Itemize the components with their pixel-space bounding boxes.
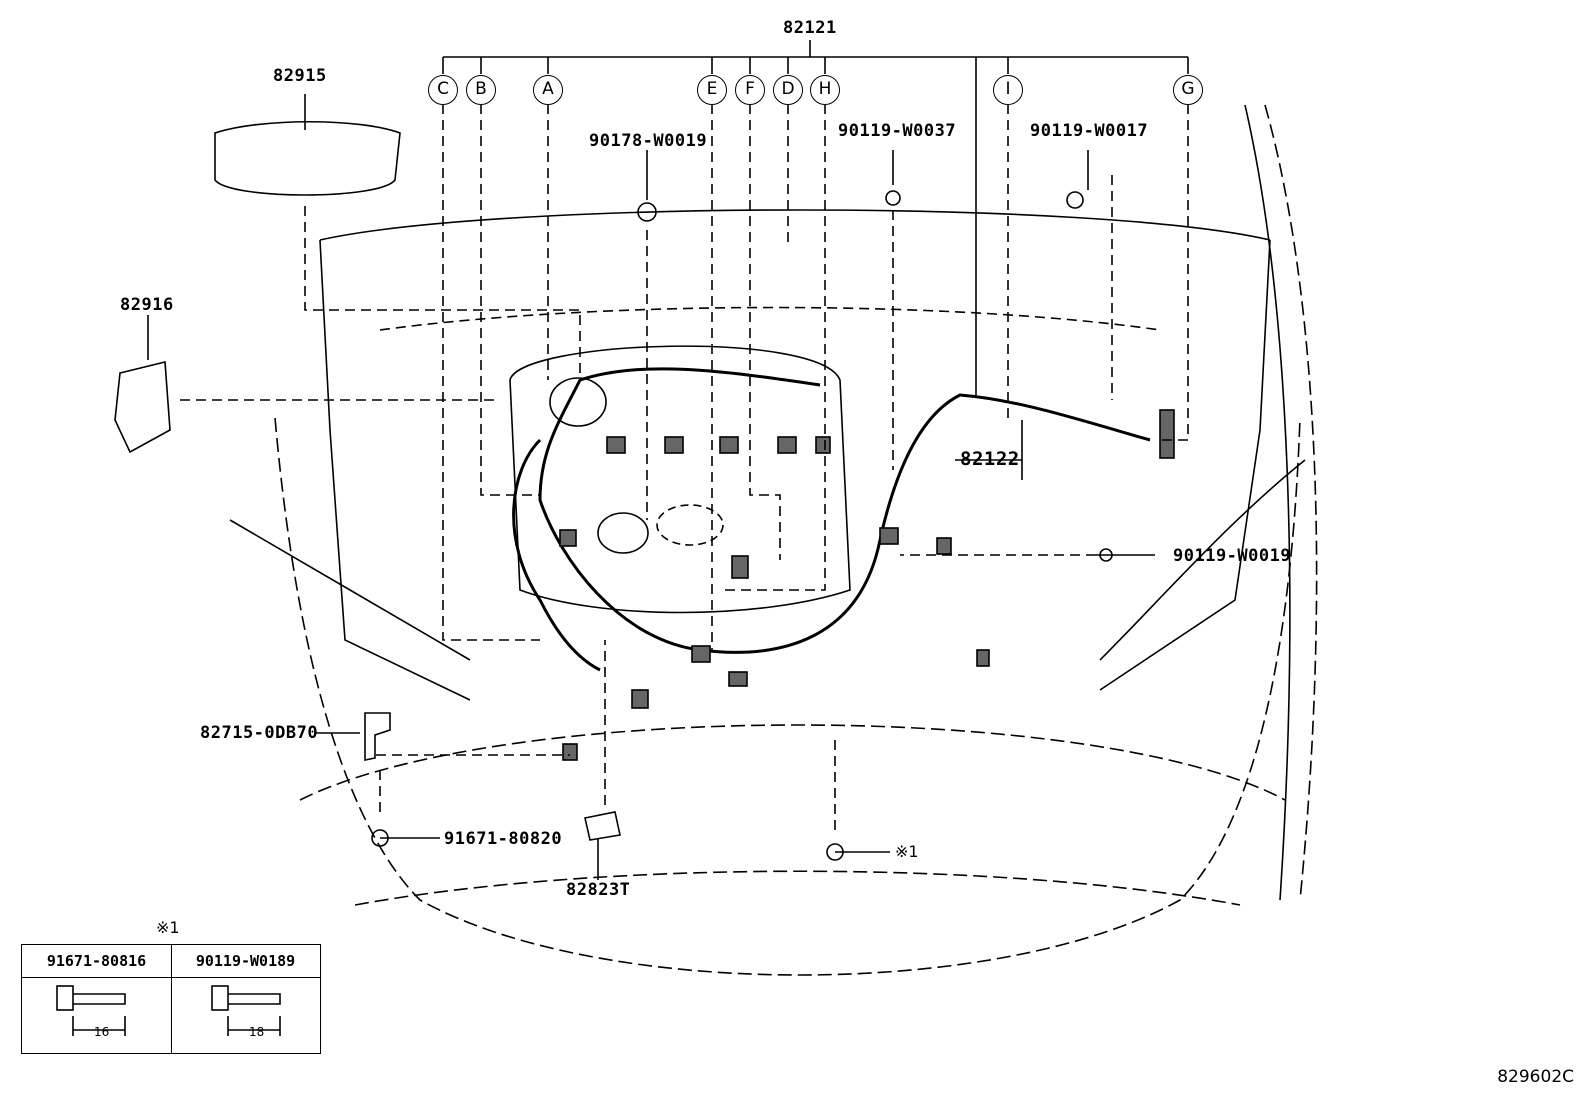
engine-block <box>509 345 851 614</box>
harness-trunk <box>538 379 1151 654</box>
legend-bolts <box>56 985 281 1036</box>
fender-right <box>1244 104 1291 901</box>
engine-bay-top <box>319 209 1271 241</box>
connectors <box>559 409 1175 761</box>
headlight-right <box>1099 459 1306 661</box>
label-82122: 82122 <box>960 448 1020 470</box>
callout-g: G <box>1173 75 1203 105</box>
engine-bay-right <box>1099 239 1271 691</box>
legend-col-1: 91671-80816 16 <box>22 945 172 1053</box>
engine-mount <box>656 504 724 546</box>
nut-90178 <box>637 202 657 222</box>
label-90178-w0019: 90178-W0019 <box>589 131 708 151</box>
callout-h: H <box>810 75 840 105</box>
label-82915: 82915 <box>273 66 327 86</box>
clamp-82916 <box>114 360 171 454</box>
cowl-panel <box>379 306 1161 331</box>
solid-leaders <box>147 57 1155 880</box>
cover-82915 <box>214 120 401 196</box>
legend-col1-dim: 16 <box>94 1025 110 1039</box>
callout-f: F <box>735 75 765 105</box>
connector-82823T <box>584 811 621 841</box>
figure-code: 829602C <box>1497 1067 1574 1087</box>
oil-cap <box>597 512 649 554</box>
callout-d: D <box>773 75 803 105</box>
bolt-90119-w0037 <box>885 190 901 206</box>
bracket-82715 <box>364 712 391 761</box>
leader-lines <box>180 104 1189 830</box>
bumper-outline <box>274 417 1301 976</box>
harness-branch-left <box>512 438 601 672</box>
headlight-left <box>229 519 471 661</box>
legend-mark: ※1 <box>156 918 180 937</box>
callout-i: I <box>993 75 1023 105</box>
label-90119-w0037: 90119-W0037 <box>838 121 957 141</box>
bolt-91671-80820 <box>371 829 389 847</box>
hood-lower-edge <box>354 870 1241 906</box>
bolt-90119-w0019 <box>1099 548 1113 562</box>
callout-b: B <box>466 75 496 105</box>
grille-curve <box>299 724 1286 801</box>
legend-col2-part: 90119-W0189 <box>171 945 320 978</box>
legend-col1-part: 91671-80816 <box>22 945 171 978</box>
callout-a: A <box>533 75 563 105</box>
label-82715-0db70: 82715-0DB70 <box>200 723 319 743</box>
label-91671-80820: 91671-80820 <box>444 829 563 849</box>
note-mark: ※1 <box>895 842 919 861</box>
harness-branch-top <box>579 367 821 387</box>
fender-right-2 <box>1264 104 1318 901</box>
legend-col2-dim: 18 <box>249 1025 265 1039</box>
label-82121: 82121 <box>783 18 837 38</box>
engine-bay-left <box>319 239 471 701</box>
callout-c: C <box>428 75 458 105</box>
legend-col-2: 90119-W0189 18 <box>171 945 320 1053</box>
label-90119-w0019: 90119-W0019 <box>1173 546 1292 566</box>
bolt-90119-w0017 <box>1066 191 1084 209</box>
callout-e: E <box>697 75 727 105</box>
label-82823t: 82823T <box>566 880 631 900</box>
fastener-legend-table: 91671-80816 16 90119-W0189 18 <box>21 944 321 1054</box>
label-82916: 82916 <box>120 295 174 315</box>
air-filter <box>549 377 607 427</box>
bolt-note1 <box>826 843 844 861</box>
label-90119-w0017: 90119-W0017 <box>1030 121 1149 141</box>
harness-leader-bracket <box>442 40 1189 74</box>
